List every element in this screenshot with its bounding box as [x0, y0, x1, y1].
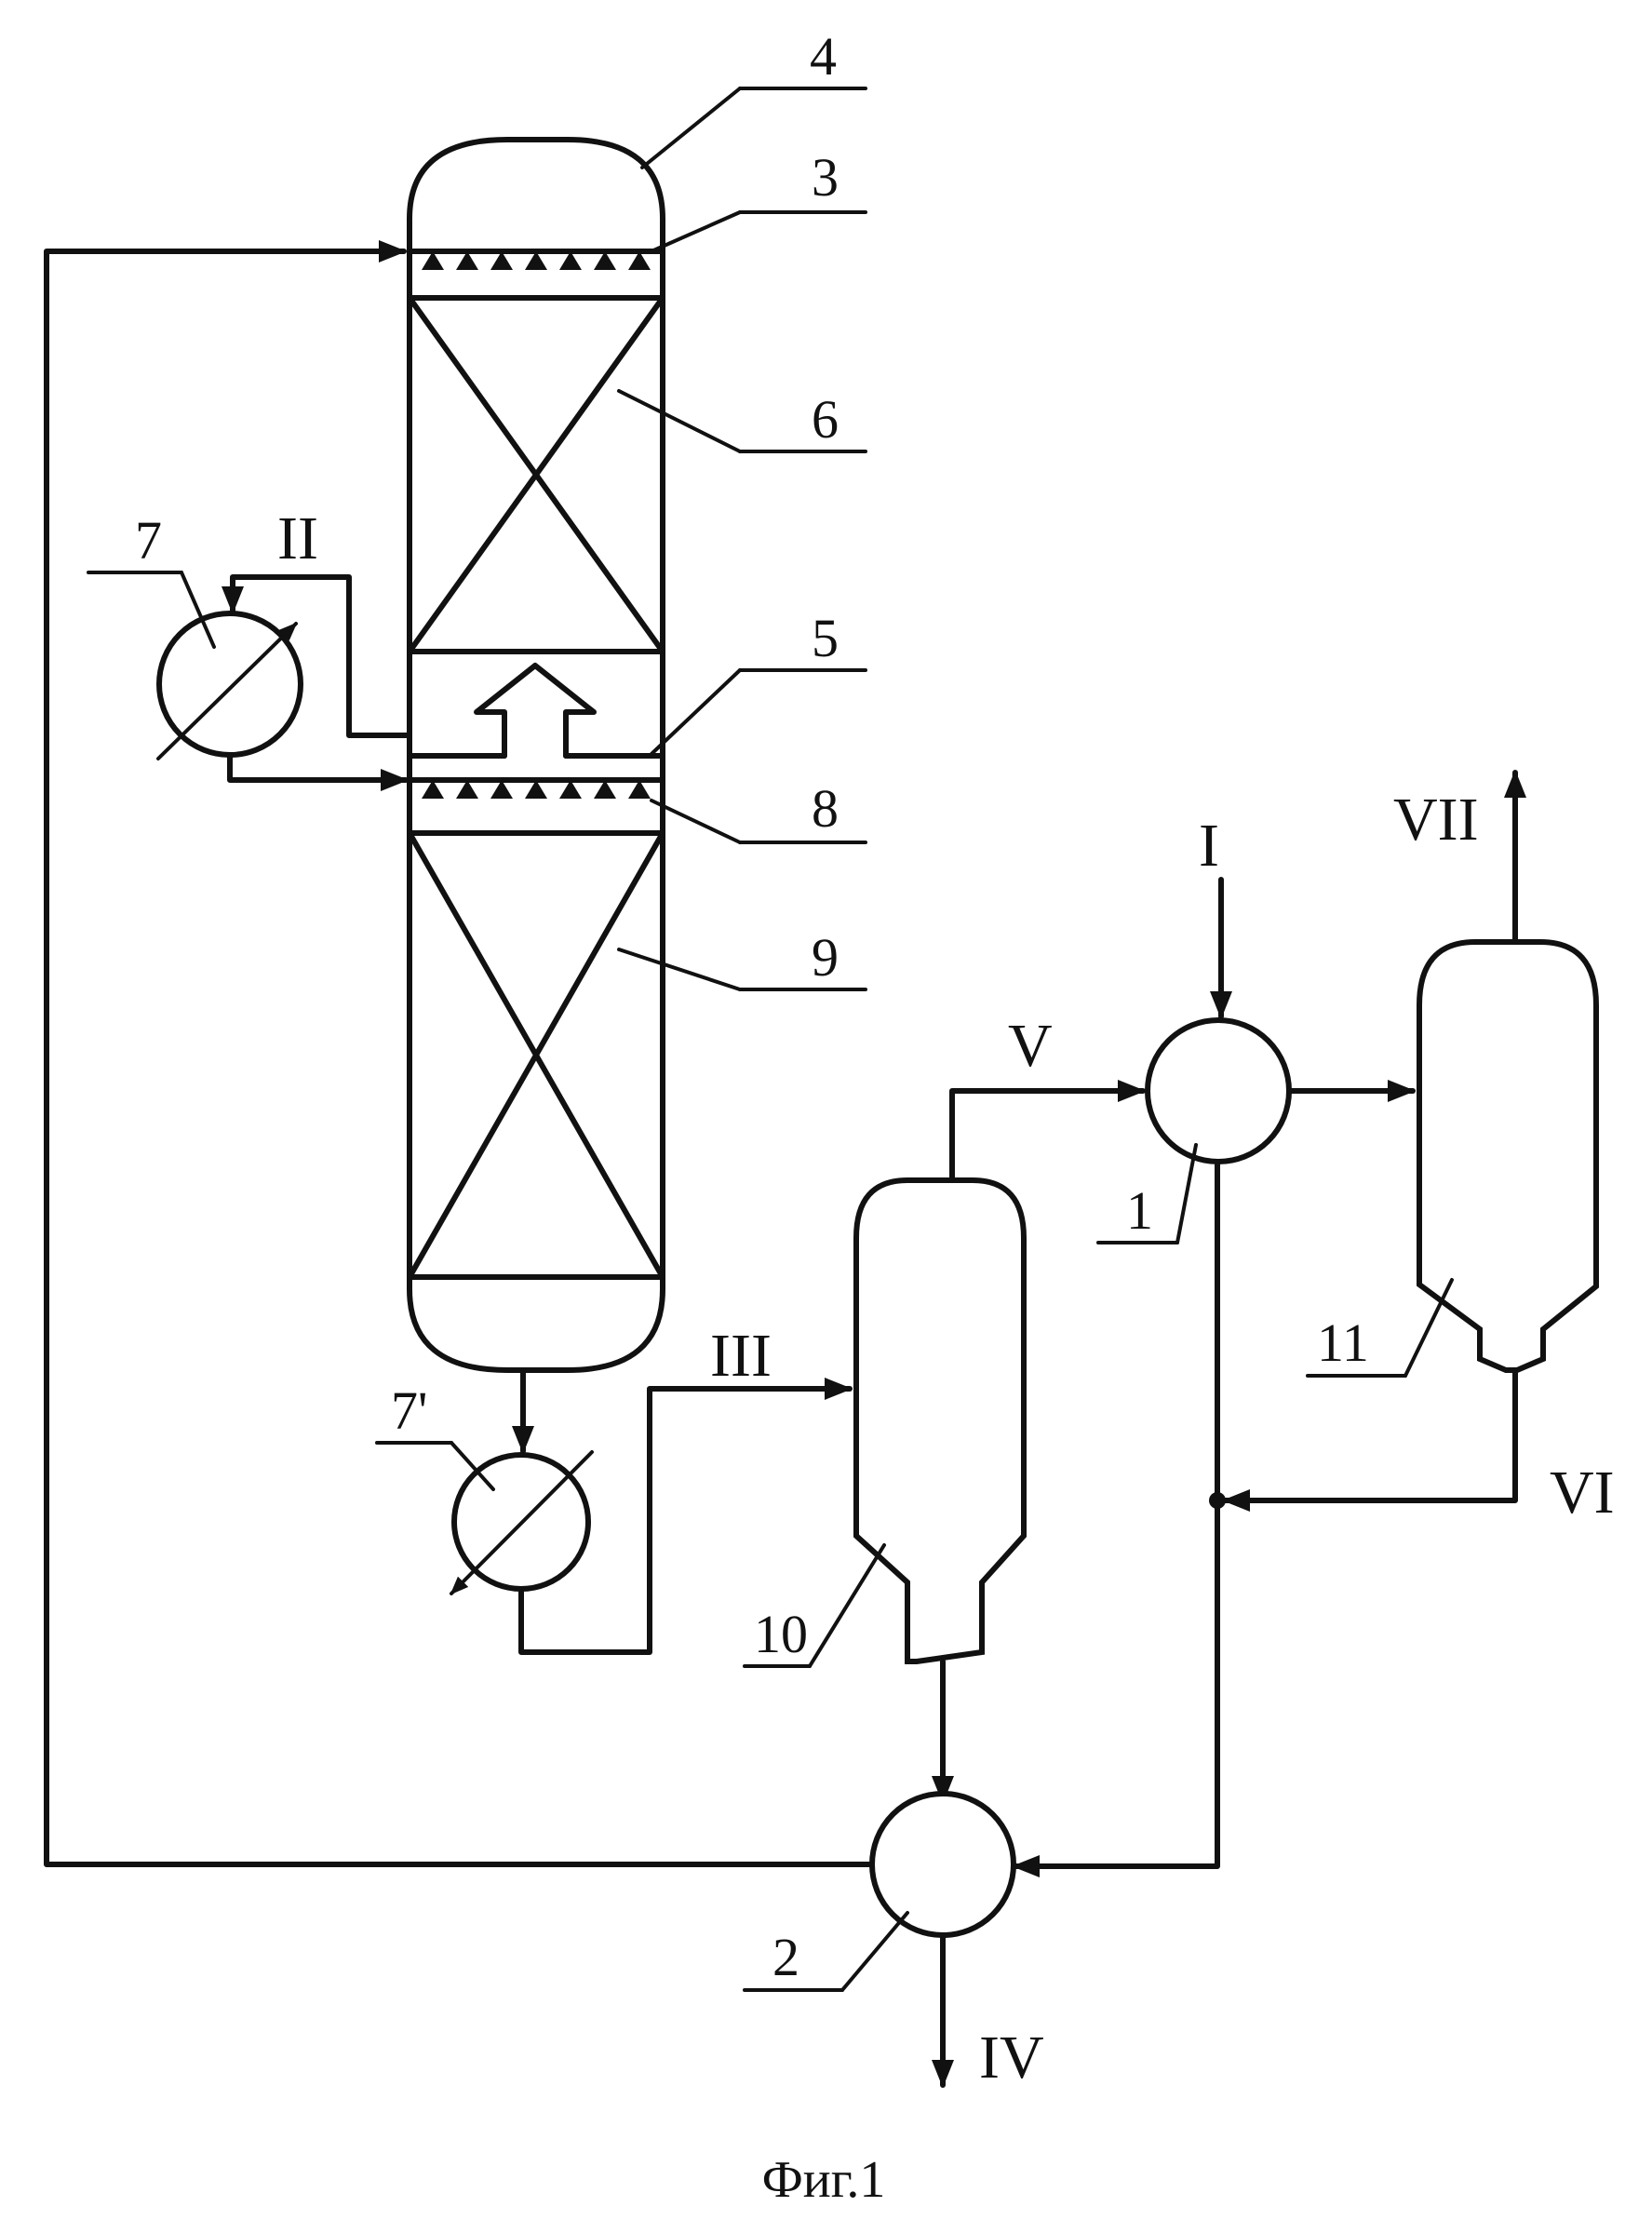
label-8: 8	[812, 778, 839, 839]
label-1: 1	[1126, 1180, 1153, 1241]
stream-VI: VI	[1550, 1459, 1615, 1527]
label-7-prime: 7'	[391, 1380, 427, 1441]
stream-V: V	[1008, 1012, 1053, 1080]
main-column	[410, 140, 663, 1370]
mixer-2	[872, 1794, 1014, 1935]
label-4: 4	[810, 26, 837, 87]
stream-IV: IV	[979, 2024, 1044, 2092]
label-9: 9	[812, 927, 839, 988]
separator-10	[856, 1180, 1024, 1661]
label-5: 5	[812, 608, 839, 668]
stream-VII: VII	[1393, 786, 1479, 854]
mixer-1	[1148, 1020, 1289, 1162]
label-2: 2	[772, 1927, 799, 1987]
stream-II: II	[277, 504, 318, 572]
label-7: 7	[135, 510, 162, 571]
separator-11	[1419, 942, 1596, 1370]
label-10: 10	[754, 1604, 808, 1664]
stream-III: III	[710, 1322, 772, 1390]
junction-dot	[1209, 1492, 1226, 1509]
stream-I: I	[1199, 812, 1219, 880]
label-11: 11	[1317, 1312, 1369, 1373]
label-3: 3	[812, 147, 839, 208]
figure-caption: Фиг.1	[762, 2151, 886, 2209]
label-6: 6	[812, 389, 839, 450]
heat-exchanger-7p	[451, 1452, 592, 1594]
heat-exchanger-7	[158, 613, 301, 759]
